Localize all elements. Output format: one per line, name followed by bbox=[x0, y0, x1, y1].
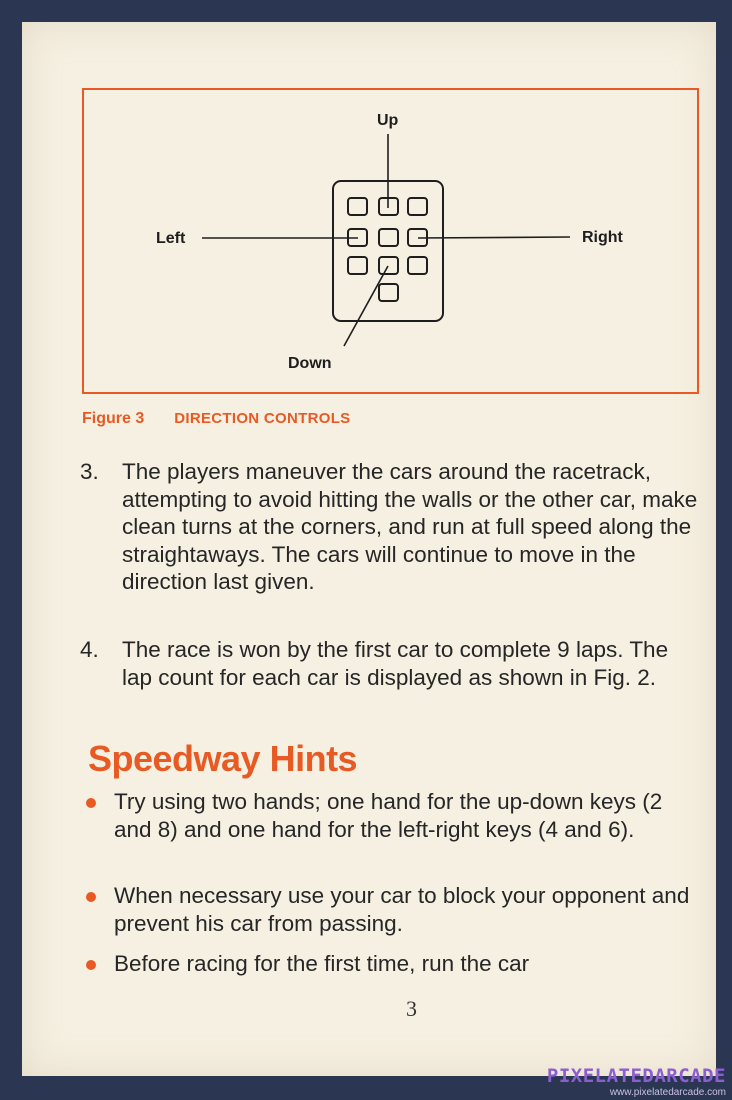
step-3: 3. The players maneuver the cars around … bbox=[80, 458, 700, 596]
label-left: Left bbox=[156, 230, 186, 247]
bullet-icon bbox=[86, 798, 96, 808]
manual-page: Up Left Right Down Figure 3 DIRECTION CON… bbox=[22, 22, 716, 1076]
watermark: PIXELATEDARCADE www.pixelatedarcade.com bbox=[547, 1065, 726, 1098]
figure-title: DIRECTION CONTROLS bbox=[174, 410, 351, 427]
bullet-icon bbox=[86, 892, 96, 902]
figure-caption: Figure 3 DIRECTION CONTROLS bbox=[82, 410, 350, 428]
hint-text: Try using two hands; one hand for the up… bbox=[114, 789, 663, 842]
step-number: 4. bbox=[80, 637, 99, 662]
step-text: The players maneuver the cars around the… bbox=[122, 459, 698, 594]
watermark-brand: PIXELATEDARCADE bbox=[546, 1065, 726, 1087]
direction-controls-figure: Up Left Right Down bbox=[82, 88, 699, 394]
step-number: 3. bbox=[80, 459, 99, 484]
page-number: 3 bbox=[406, 996, 417, 1021]
speedway-hints-heading: Speedway Hints bbox=[88, 738, 358, 779]
figure-number: Figure 3 bbox=[82, 410, 145, 427]
watermark-url: www.pixelatedarcade.com bbox=[609, 1087, 726, 1098]
label-right: Right bbox=[582, 229, 623, 246]
right-line bbox=[417, 236, 571, 239]
hint-text: When necessary use your car to block you… bbox=[114, 883, 690, 936]
keypad-diagram bbox=[202, 134, 571, 347]
step-text: The race is won by the first car to comp… bbox=[122, 637, 669, 690]
label-up: Up bbox=[377, 112, 399, 129]
keypad-keys bbox=[347, 197, 428, 302]
step-4: 4. The race is won by the first car to c… bbox=[80, 636, 700, 691]
hint-item: Before racing for the first time, run th… bbox=[84, 950, 704, 978]
direction-lines bbox=[202, 134, 571, 347]
hint-text: Before racing for the first time, run th… bbox=[114, 951, 530, 976]
bullet-icon bbox=[86, 960, 96, 970]
label-down: Down bbox=[288, 355, 332, 372]
down-line bbox=[343, 265, 389, 347]
hint-item: When necessary use your car to block you… bbox=[84, 882, 704, 937]
hint-item: Try using two hands; one hand for the up… bbox=[84, 788, 704, 843]
